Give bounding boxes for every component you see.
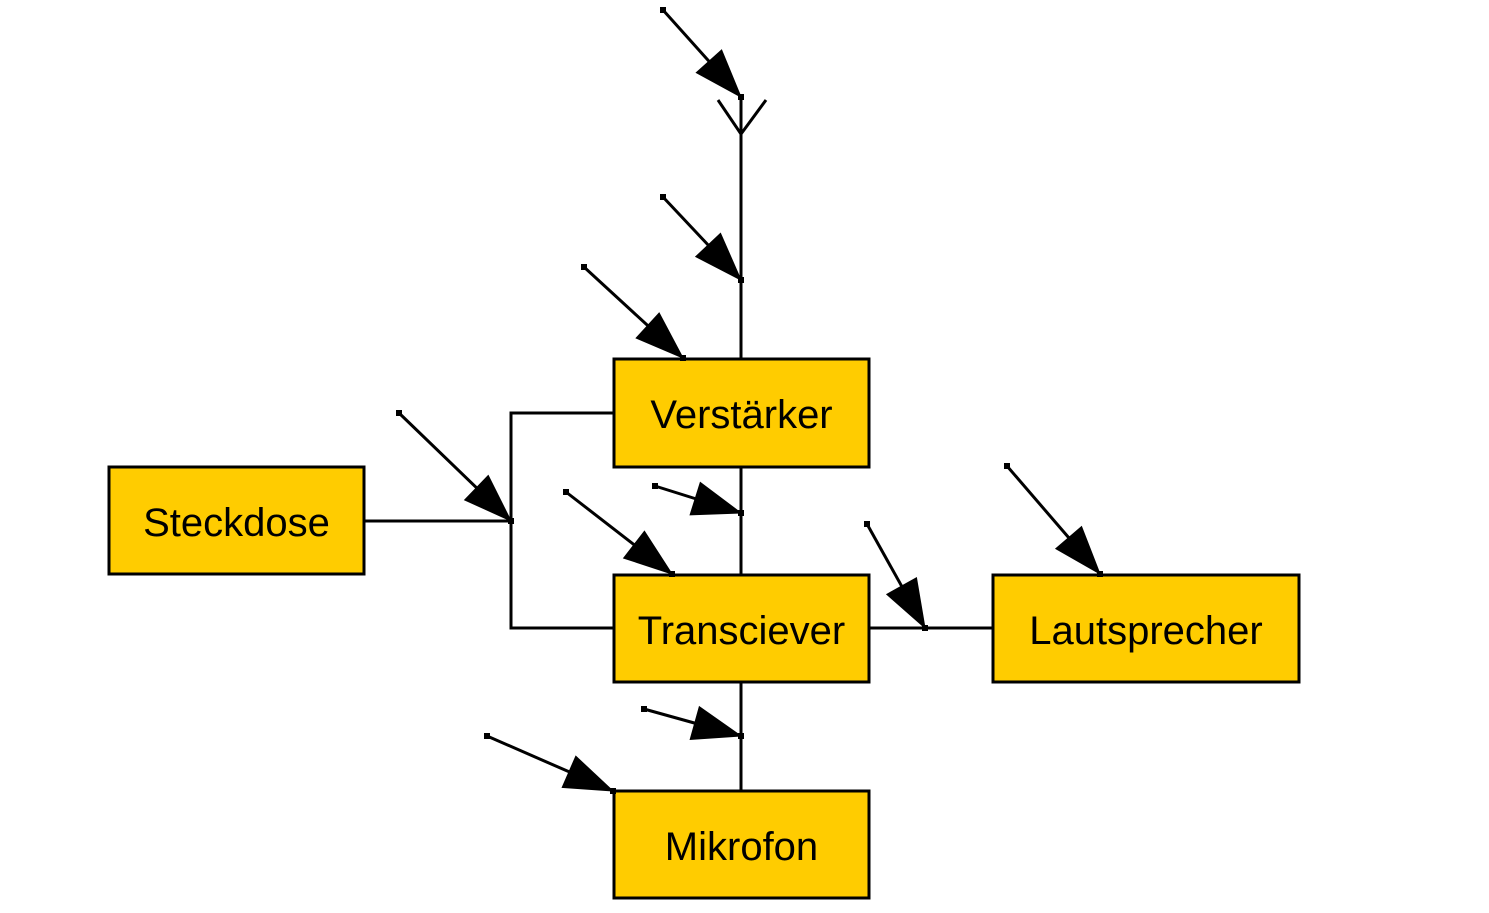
block-transciever[interactable]: Transciever (612, 573, 871, 684)
pointer-shaft (1005, 465, 1070, 539)
pointer-tip-dot (738, 733, 744, 739)
annotation-pointers (396, 7, 1103, 794)
pointer-tip-dot (738, 277, 744, 283)
wire-junction-verstaerker (509, 411, 614, 521)
antenna-icon (716, 97, 768, 135)
arrowhead-icon (1054, 525, 1101, 576)
pointer-shaft (397, 411, 478, 489)
pointer-shaft (565, 490, 635, 546)
block-verstaerker[interactable]: Verstärker (612, 357, 871, 469)
pointer-tip-dot (922, 625, 928, 631)
pointer-tip-dot (738, 94, 744, 100)
arrowhead-icon (463, 474, 513, 523)
block-label: Steckdose (143, 501, 330, 545)
pointer-transciever-arrow (563, 489, 675, 577)
pointer-tip-dot (508, 518, 514, 524)
wire-junction-transciever (509, 521, 614, 630)
pointer-antenna-arrow (660, 7, 744, 100)
pointer-tip-dot (680, 355, 686, 361)
arrowhead-icon (695, 49, 742, 99)
pointer-tail-dot (1004, 463, 1010, 469)
pointer-lautsprecher-wire-arrow (864, 521, 928, 631)
arrowhead-icon (561, 755, 615, 792)
pointer-tail-dot (864, 521, 870, 527)
pointer-tip-dot (1097, 571, 1103, 577)
pointer-mikrofon-arrow (484, 733, 616, 794)
block-label: Transciever (638, 609, 845, 653)
arrowhead-icon (885, 577, 926, 630)
block-mikrofon[interactable]: Mikrofon (612, 789, 871, 900)
arrowhead-icon (694, 232, 743, 282)
pointer-antenna-mast-arrow (660, 194, 744, 283)
pointer-shaft (486, 734, 570, 774)
block-lautsprecher[interactable]: Lautsprecher (991, 573, 1301, 684)
pointer-tip-dot (738, 510, 744, 516)
pointer-tail-dot (563, 489, 569, 495)
block-label: Lautsprecher (1029, 609, 1262, 653)
pointer-tail-dot (581, 264, 587, 270)
pointer-steckdose-junction-arrow (396, 410, 514, 524)
pointer-tail-dot (660, 7, 666, 13)
block-label: Verstärker (650, 393, 832, 437)
pointer-shaft (643, 707, 696, 725)
pointer-shaft (661, 8, 711, 63)
pointer-tail-dot (660, 194, 666, 200)
pointer-shaft (582, 265, 649, 327)
block-steckdose[interactable]: Steckdose (107, 465, 366, 576)
pointer-tip-dot (610, 788, 616, 794)
pointer-shaft (661, 195, 710, 247)
arrowhead-icon (635, 312, 685, 360)
pointer-transciever-wire-arrow (641, 705, 744, 741)
connection-wires (364, 134, 993, 791)
pointer-shaft (865, 523, 903, 587)
pointer-shaft (654, 484, 696, 501)
block-label: Mikrofon (665, 825, 818, 869)
pointer-tail-dot (641, 706, 647, 712)
pointer-tail-dot (396, 410, 402, 416)
arrowhead-icon (689, 705, 743, 741)
pointer-lautsprecher-arrow (1004, 463, 1103, 577)
pointer-verstaerker-wire-arrow (652, 481, 744, 516)
arrowhead-icon (622, 530, 674, 575)
pointer-verstaerker-arrow (581, 264, 686, 361)
arrowhead-icon (689, 481, 743, 516)
pointer-tail-dot (652, 483, 658, 489)
pointer-tip-dot (669, 571, 675, 577)
pointer-tail-dot (484, 733, 490, 739)
